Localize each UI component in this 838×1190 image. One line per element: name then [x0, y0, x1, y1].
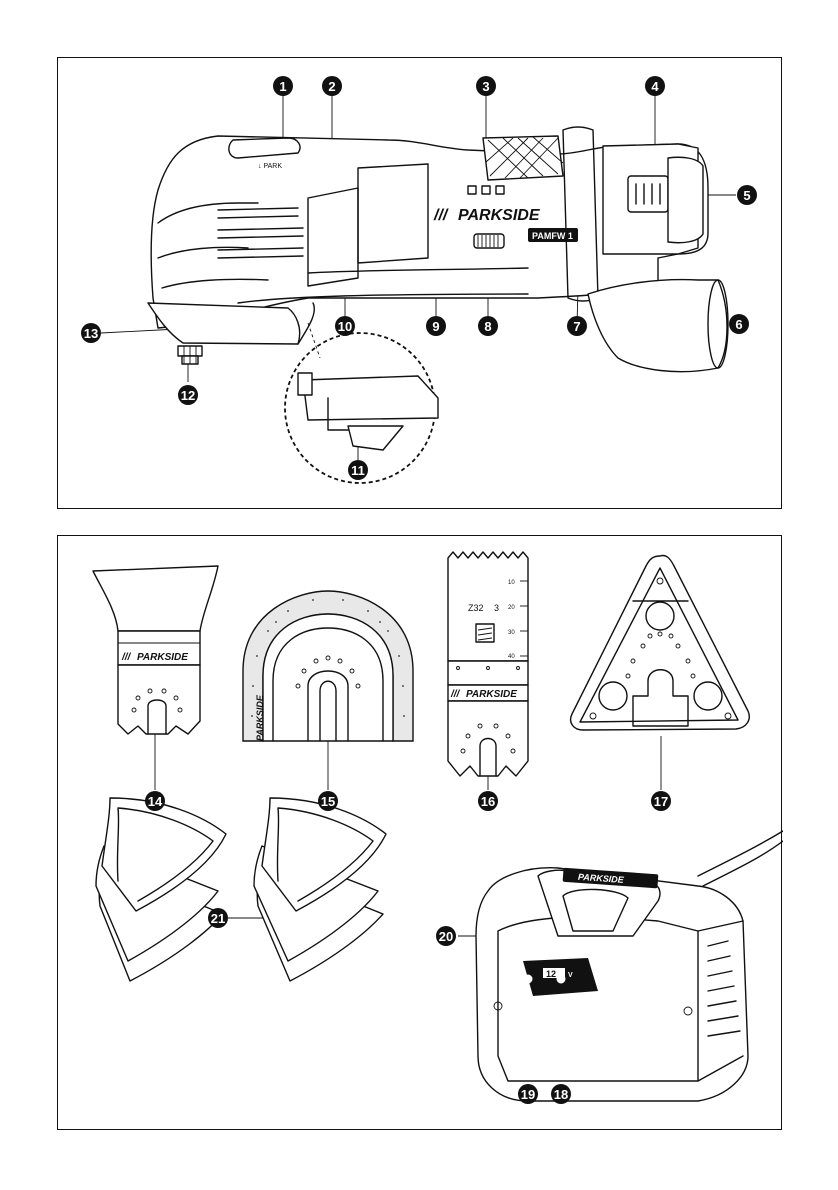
segment-brand: PARKSIDE	[255, 694, 265, 741]
svg-text:16: 16	[481, 794, 495, 809]
segment-saw-blade: PARKSIDE	[243, 591, 413, 741]
callout-12: 12	[178, 385, 198, 405]
callout-21: 21	[208, 908, 228, 928]
svg-text:20: 20	[508, 605, 515, 611]
battery-pack	[603, 144, 703, 254]
speed-wheel	[474, 234, 504, 248]
detail-magnifier	[285, 323, 438, 483]
svg-text:3: 3	[482, 79, 489, 94]
callout-14: 14	[145, 791, 165, 811]
svg-text:2: 2	[328, 79, 335, 94]
svg-text:PARKSIDE: PARKSIDE	[466, 689, 517, 700]
svg-text:5: 5	[743, 188, 750, 203]
svg-text:13: 13	[84, 326, 98, 341]
svg-text:11: 11	[351, 463, 365, 478]
svg-text:8: 8	[484, 319, 491, 334]
callout-15: 15	[318, 791, 338, 811]
multitool-illustration: ↓ PARK /// PARKSIDE PAMFW 1	[58, 58, 783, 510]
callout-11: 11	[348, 460, 368, 480]
svg-text:10: 10	[338, 319, 352, 334]
body-brand-name: PARKSIDE	[458, 207, 541, 224]
svg-text:21: 21	[211, 911, 225, 926]
callout-2: 2	[322, 76, 342, 96]
knurled-grip	[483, 136, 563, 180]
svg-text:15: 15	[321, 794, 335, 809]
blade-thickness-mark: 3	[494, 603, 499, 613]
svg-text:7: 7	[573, 319, 580, 334]
svg-text:6: 6	[735, 317, 742, 332]
callout-19: 19	[518, 1084, 538, 1104]
callout-4: 4	[645, 76, 665, 96]
callout-5: 5	[737, 185, 757, 205]
callout-20: 20	[436, 926, 456, 946]
scraper-blade: /// PARKSIDE	[93, 566, 218, 734]
svg-text:///: ///	[450, 689, 461, 700]
scraper-brand-name: PARKSIDE	[137, 652, 188, 663]
figure-panel-accessories: /// PARKSIDE PARKSIDE 10 20 30 40 Z32 3	[57, 535, 782, 1130]
trigger-mark: ↓ PARK	[258, 163, 282, 170]
figure-panel-tool: ↓ PARK /// PARKSIDE PAMFW 1	[57, 57, 782, 509]
accessories-illustration: /// PARKSIDE PARKSIDE 10 20 30 40 Z32 3	[58, 536, 783, 1131]
blade-tooth-mark: Z32	[468, 603, 484, 613]
sanding-sheets	[96, 798, 386, 981]
body-brand-slashes: ///	[433, 207, 449, 224]
callout-8: 8	[478, 316, 498, 336]
callout-1: 1	[273, 76, 293, 96]
svg-text:4: 4	[651, 79, 659, 94]
callout-17: 17	[651, 791, 671, 811]
svg-text:1: 1	[279, 79, 286, 94]
svg-text:19: 19	[521, 1087, 535, 1102]
callout-6: 6	[729, 314, 749, 334]
sanding-plate	[571, 555, 750, 730]
svg-text:30: 30	[508, 630, 515, 636]
callout-18: 18	[551, 1084, 571, 1104]
svg-text:20: 20	[439, 929, 453, 944]
callout-3: 3	[476, 76, 496, 96]
scraper-brand-slashes: ///	[121, 652, 132, 663]
callout-16: 16	[478, 791, 498, 811]
callout-10: 10	[335, 316, 355, 336]
callout-7: 7	[567, 316, 587, 336]
svg-text:9: 9	[432, 319, 439, 334]
charger-voltage: 12	[546, 969, 556, 979]
svg-text:17: 17	[654, 794, 668, 809]
svg-text:40: 40	[508, 654, 515, 660]
svg-text:18: 18	[554, 1087, 568, 1102]
battery-charger: PARKSIDE 12 V	[476, 831, 783, 1101]
clamp-knob	[178, 346, 202, 364]
charger-unit: V	[568, 972, 573, 979]
dust-bag	[588, 280, 728, 372]
svg-text:10: 10	[508, 580, 515, 586]
svg-text:14: 14	[148, 794, 163, 809]
callout-13: 13	[81, 323, 101, 343]
callout-9: 9	[426, 316, 446, 336]
plunge-cut-blade: 10 20 30 40 Z32 3 /// PARKSIDE	[448, 552, 528, 776]
svg-text:12: 12	[181, 388, 195, 403]
